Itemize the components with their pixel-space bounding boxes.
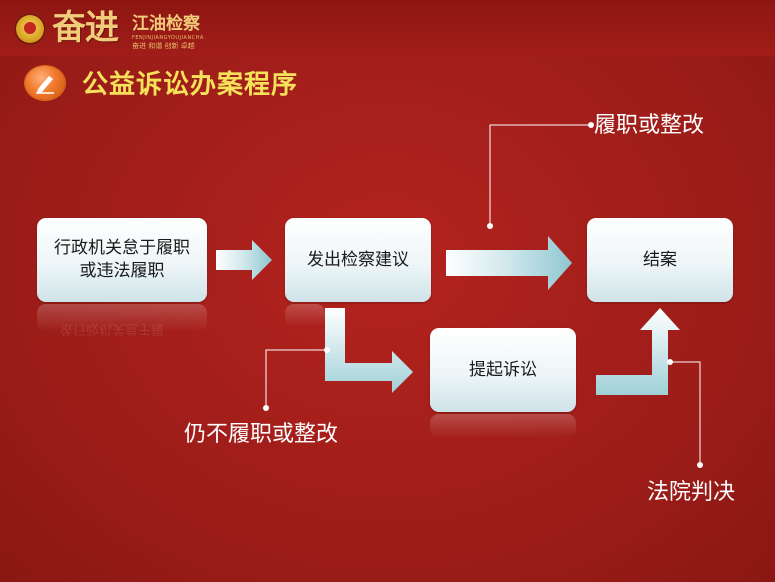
- leader-comply: [489, 124, 591, 226]
- box-admin-failure-reflection: [37, 304, 207, 332]
- box-procuratorial-recommendation: 发出检察建议: [285, 218, 431, 302]
- box-procuratorial-recommendation-text: 发出检察建议: [307, 249, 409, 270]
- label-court-judgment: 法院判决: [647, 480, 736, 505]
- leader-court: [670, 361, 701, 465]
- box-file-lawsuit: 提起诉讼: [430, 328, 576, 412]
- header-bar: [0, 0, 775, 56]
- leader-comply-dot-start: [487, 223, 493, 229]
- box-admin-failure-reflection-text: 依行政机关怠于履: [60, 321, 165, 336]
- box-case-closed-text: 结案: [643, 249, 677, 270]
- slide-title: 公益诉讼办案程序: [82, 70, 299, 100]
- label-comply-or-rectify: 履职或整改: [594, 113, 705, 138]
- arrow-recommend-to-litigate: [325, 308, 413, 393]
- arrow-litigate-to-close: [596, 308, 680, 395]
- label-still-not-comply: 仍不履职或整改: [184, 422, 339, 447]
- leader-still-not: [265, 349, 327, 408]
- box-file-lawsuit-text: 提起诉讼: [469, 359, 537, 380]
- box-file-lawsuit-reflection: [430, 414, 576, 438]
- leader-still-not-dot-start: [324, 347, 330, 353]
- leader-comply-dot-end: [588, 122, 594, 128]
- brand-logo-text: 奋进: [52, 8, 119, 48]
- arrow-admin-to-recommend: [216, 240, 272, 280]
- national-emblem-icon: [14, 13, 46, 45]
- brand-slogan: 奋进 和谐 创新 卓越: [132, 42, 195, 50]
- box-case-closed: 结案: [587, 218, 733, 302]
- box-admin-failure: 行政机关怠于履职或违法履职: [37, 218, 207, 302]
- brand-name: 江油检察: [132, 14, 200, 34]
- leader-court-dot-start: [667, 359, 673, 365]
- leader-still-not-dot-end: [263, 405, 269, 411]
- pencil-icon: [25, 66, 65, 100]
- leader-court-dot-end: [697, 462, 703, 468]
- brand-pinyin: FENJINJIANGYOUJIANCHA: [132, 35, 204, 41]
- arrow-recommend-to-close: [446, 236, 572, 290]
- box-recommendation-reflection: [285, 304, 325, 326]
- box-admin-failure-text: 行政机关怠于履职或违法履职: [54, 238, 190, 281]
